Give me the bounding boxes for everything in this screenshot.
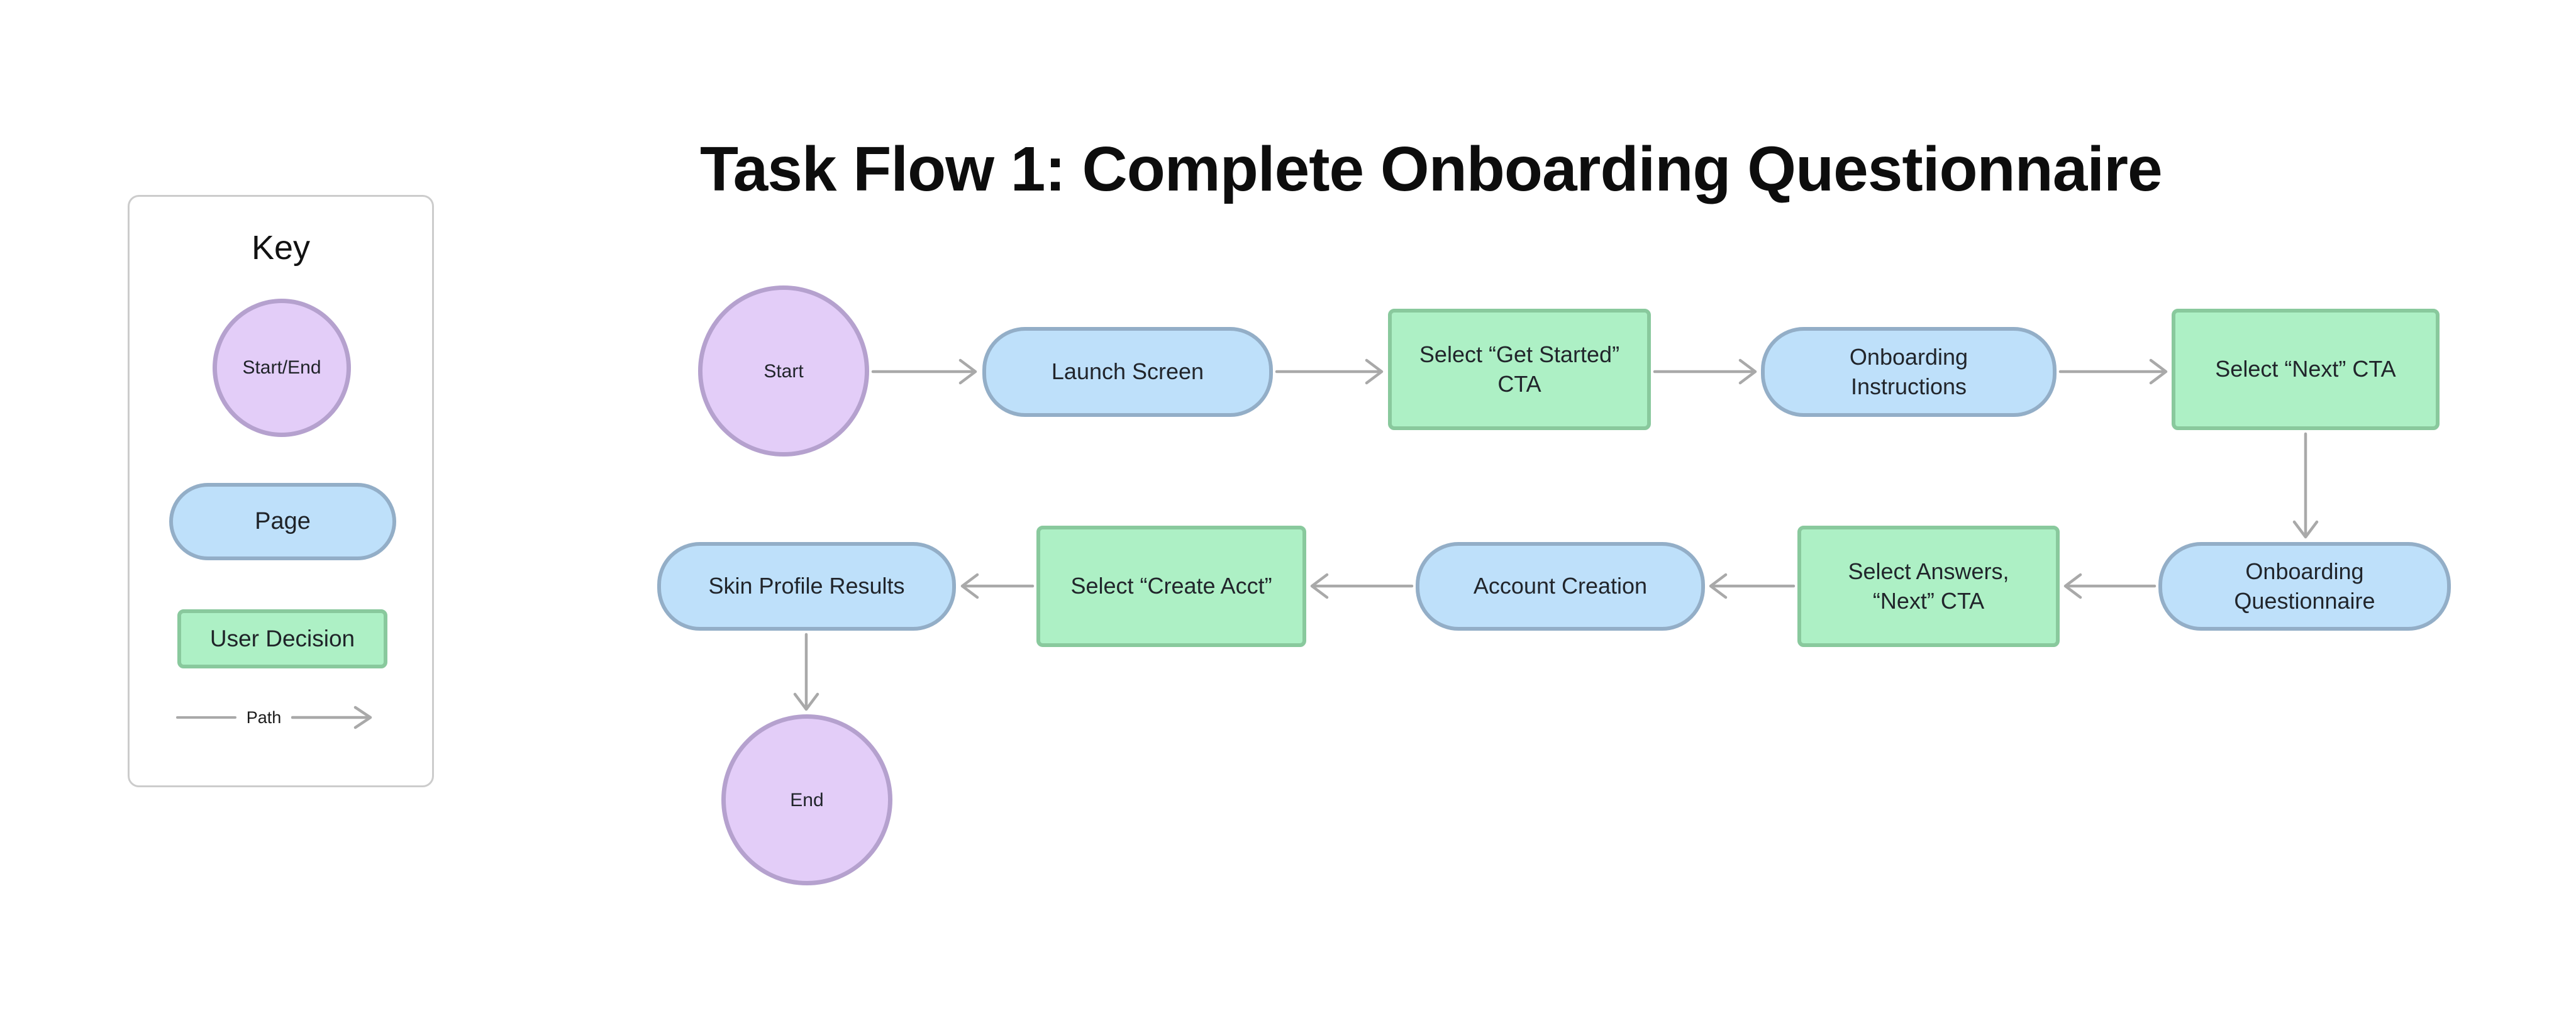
- path-arrow-create-acct-to-skin-profile: [960, 573, 1035, 599]
- flow-node-account-creation: Account Creation: [1416, 542, 1705, 631]
- legend-path-label: Path: [246, 707, 282, 727]
- flow-node-onboarding-instructions-label: Onboarding Instructions: [1849, 343, 1968, 399]
- legend-start-end-label: Start/End: [242, 357, 321, 378]
- path-line-segment: [175, 716, 236, 719]
- path-arrow-account-creation-to-create-acct: [1310, 573, 1414, 599]
- path-arrow-skin-profile-to-end: [793, 633, 819, 711]
- flow-node-onboarding-questionnaire-label: Onboarding Questionnaire: [2234, 558, 2375, 614]
- legend-decision-label: User Decision: [209, 626, 355, 651]
- flow-node-select-next: Select “Next” CTA: [2172, 309, 2440, 430]
- flow-node-onboarding-instructions: Onboarding Instructions: [1761, 327, 2057, 417]
- path-arrow-instructions-to-select-next: [2058, 358, 2168, 385]
- flow-node-select-next-label: Select “Next” CTA: [2215, 356, 2396, 382]
- path-arrow-launch-to-get-started: [1275, 358, 1384, 385]
- flow-node-select-create-acct: Select “Create Acct”: [1036, 526, 1306, 647]
- legend-page-label: Page: [255, 508, 311, 534]
- flow-node-launch-screen: Launch Screen: [982, 327, 1273, 417]
- flow-node-start: Start: [698, 285, 869, 457]
- flow-node-skin-profile-results: Skin Profile Results: [657, 542, 956, 631]
- flow-node-end: End: [721, 714, 892, 885]
- flow-node-onboarding-questionnaire: Onboarding Questionnaire: [2158, 542, 2451, 631]
- flow-node-select-get-started: Select “Get Started” CTA: [1388, 309, 1651, 430]
- legend-start-end-shape: Start/End: [213, 299, 351, 437]
- flow-node-select-get-started-label: Select “Get Started” CTA: [1419, 341, 1620, 397]
- flow-node-select-answers-label: Select Answers, “Next” CTA: [1848, 558, 2009, 614]
- path-arrow-questionnaire-to-select-answers: [2063, 573, 2157, 599]
- legend-page-shape: Page: [169, 483, 396, 560]
- flow-node-select-answers: Select Answers, “Next” CTA: [1797, 526, 2060, 647]
- flow-node-start-label: Start: [763, 360, 804, 382]
- path-arrow-select-next-to-questionnaire: [2292, 432, 2319, 539]
- path-arrow-start-to-launch: [871, 358, 977, 385]
- legend-decision-shape: User Decision: [177, 609, 387, 668]
- page-title: Task Flow 1: Complete Onboarding Questio…: [700, 134, 2163, 204]
- flow-node-launch-screen-label: Launch Screen: [1051, 358, 1204, 385]
- path-arrow-select-answers-to-account-creation: [1709, 573, 1796, 599]
- legend-heading: Key: [251, 229, 311, 267]
- flow-node-end-label: End: [790, 789, 824, 811]
- path-arrow-icon: [291, 706, 372, 729]
- flow-node-skin-profile-results-label: Skin Profile Results: [708, 573, 905, 599]
- legend-path-row: Path: [130, 704, 432, 731]
- legend-panel: Key Start/End Page User Decision Path: [128, 195, 434, 787]
- flow-node-select-create-acct-label: Select “Create Acct”: [1070, 573, 1272, 599]
- path-arrow-get-started-to-instructions: [1653, 358, 1757, 385]
- flow-node-account-creation-label: Account Creation: [1473, 573, 1648, 599]
